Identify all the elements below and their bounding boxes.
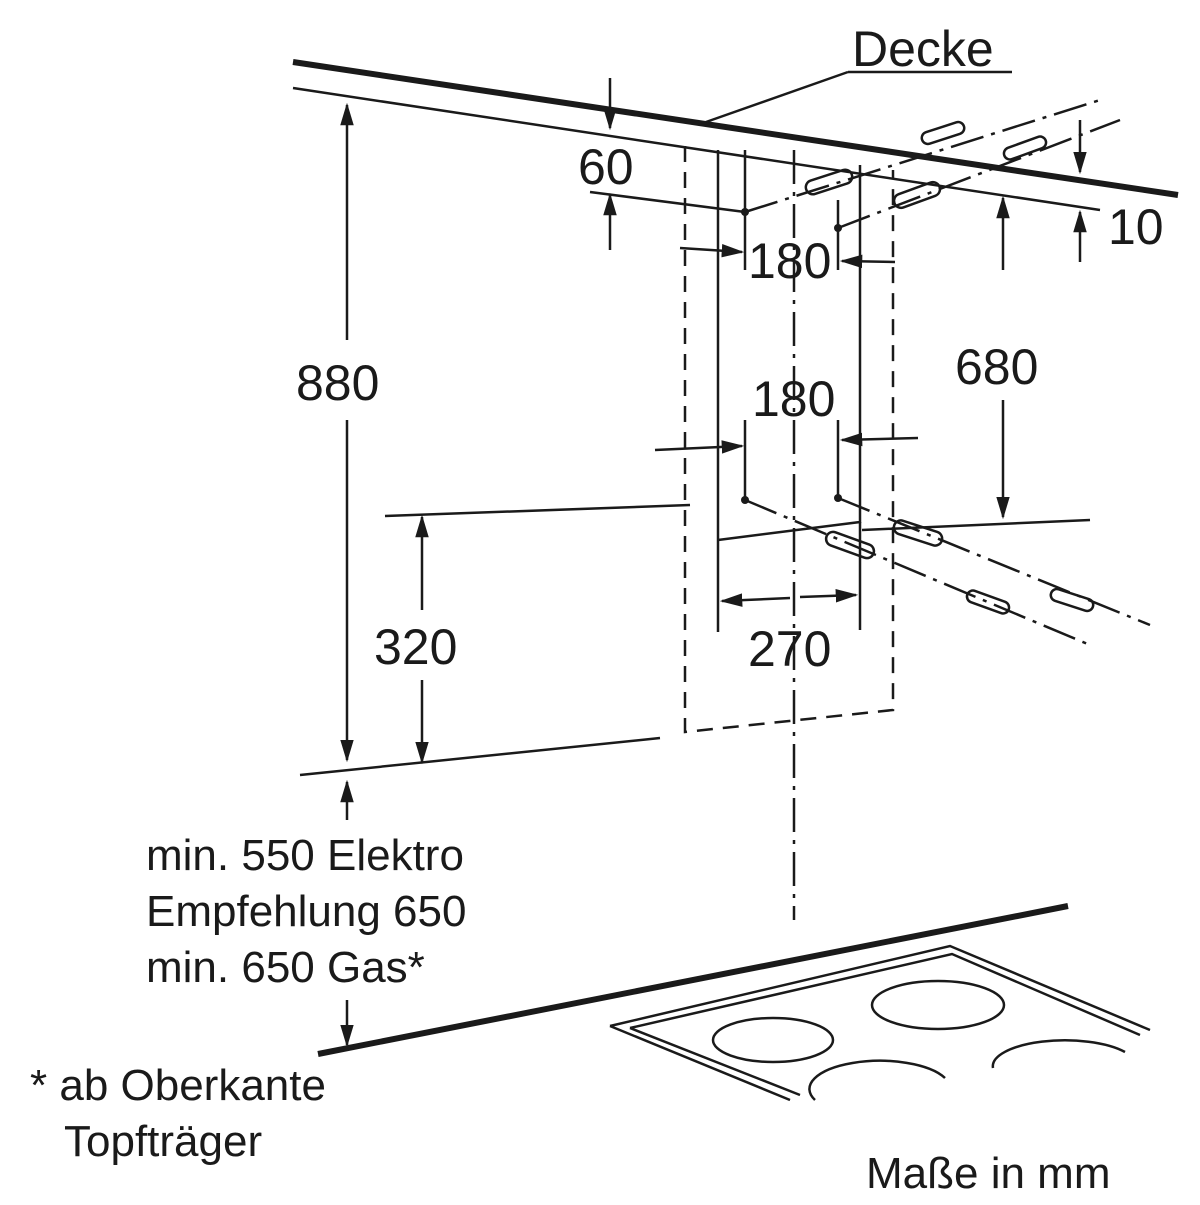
dim-270-label: 270 — [748, 621, 831, 677]
cooktop-frame-left — [609, 1024, 791, 1102]
dim-320-label: 320 — [374, 619, 457, 675]
notes: * ab Oberkante Topfträger Maße in mm — [30, 1061, 1110, 1198]
lower-far-dowel — [965, 589, 1011, 615]
cooktop-top-edge — [317, 903, 1069, 1057]
dim-60-extension — [589, 190, 746, 214]
ceiling-line — [292, 59, 1179, 198]
dimension-180-upper: 180 — [679, 150, 896, 289]
dim-270-arrow-left — [719, 593, 791, 607]
clearance-line-1: min. 550 Elektro — [146, 831, 464, 880]
upper-right-dowel — [892, 180, 942, 210]
burner-front-left — [711, 1016, 835, 1064]
dim-180-mid-arrow-left — [654, 440, 745, 454]
cooktop — [317, 903, 1151, 1102]
dim-180-mid-arrow-right — [839, 432, 919, 447]
clearance-line-3: min. 650 Gas* — [146, 943, 425, 992]
clearance-line-2: Empfehlung 650 — [146, 887, 466, 936]
screw-axes — [744, 98, 1151, 647]
dimension-60: 60 — [578, 78, 746, 250]
lower-screw-axis — [744, 498, 1091, 647]
dim-270-arrow-right — [799, 588, 859, 603]
cooktop-frame-outer — [609, 944, 1151, 1032]
screws — [741, 120, 1095, 615]
dim-60-label: 60 — [578, 139, 634, 195]
ceiling-leader-line — [705, 70, 849, 124]
burner-far-right — [991, 1039, 1126, 1069]
ceiling-label: Decke — [852, 21, 994, 77]
dimension-180-middle: 180 — [654, 371, 919, 500]
cooktop-frame-left-inner — [629, 1026, 801, 1097]
dim-10-label: 10 — [1108, 199, 1164, 255]
dimension-880: 880 — [296, 102, 379, 763]
upper-screw-axis-2 — [837, 118, 1121, 230]
lower-far-dowel-2 — [1049, 587, 1095, 613]
footnote-line-1: * ab Oberkante — [30, 1061, 326, 1110]
ceiling: Decke — [292, 21, 1179, 212]
dim-180-mid-label: 180 — [752, 371, 835, 427]
units-label: Maße in mm — [866, 1149, 1110, 1198]
dim-320-extension-top — [384, 503, 691, 518]
hood-outline — [683, 146, 895, 734]
cooktop-frame-inner — [629, 952, 1141, 1037]
upper-far-dowel — [920, 120, 966, 146]
dimension-270: 270 — [719, 588, 859, 677]
dim-680-extension — [861, 518, 1091, 532]
hood-dashed-outline — [683, 146, 895, 734]
dim-180-upper-arrow-left — [679, 243, 745, 258]
dim-180-upper-arrow-right — [839, 254, 896, 269]
dimension-10: 10 — [1073, 120, 1164, 262]
upper-far-dowel-2 — [1002, 135, 1048, 161]
dimension-320: 320 — [299, 503, 691, 777]
burner-front-right — [808, 1059, 946, 1101]
lower-screw-axis-2 — [837, 496, 1151, 627]
upper-left-dowel — [804, 168, 854, 196]
lower-left-dowel — [824, 530, 876, 560]
hood-bottom-extension — [299, 736, 661, 777]
dimension-680: 680 — [861, 195, 1091, 532]
upper-screw-axis — [744, 98, 1101, 214]
dim-880-label: 880 — [296, 355, 379, 411]
dim-180-upper-label: 180 — [748, 233, 831, 289]
ceiling-underside-line — [292, 86, 1101, 212]
footnote-line-2: Topfträger — [64, 1117, 262, 1166]
dim-680-label: 680 — [955, 339, 1038, 395]
clearance-dimension: min. 550 Elektro Empfehlung 650 min. 650… — [146, 779, 466, 1048]
burner-back-right — [870, 979, 1006, 1031]
